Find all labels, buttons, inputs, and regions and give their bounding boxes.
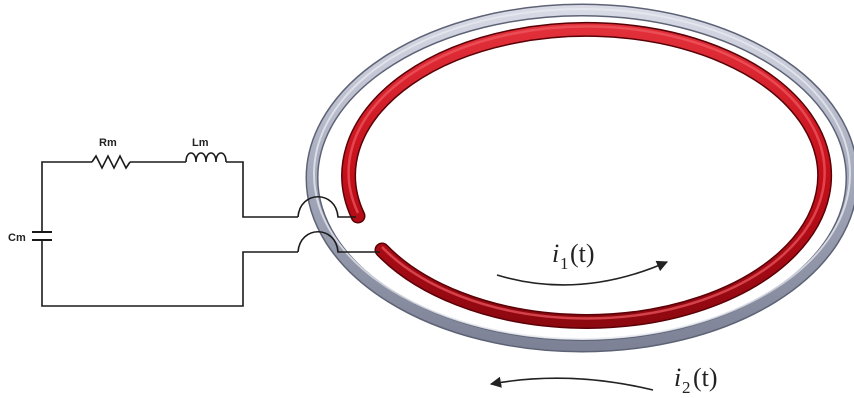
svg-text:1: 1 (560, 254, 569, 273)
current-label-1: i 1 (t) (552, 239, 595, 273)
current-arrow-1 (496, 260, 669, 286)
resistor-label: Rm (99, 137, 117, 149)
circuit (32, 152, 380, 307)
capacitor-symbol (32, 200, 52, 242)
capacitor-label: Cm (8, 232, 26, 244)
inductor-label: Lm (192, 137, 209, 149)
inductor-symbol (185, 152, 227, 163)
svg-text:i: i (674, 363, 681, 392)
outer-coil (305, 3, 854, 353)
current-label-2-arg: (t) (693, 363, 718, 392)
current-label-2: i 2 (t) (674, 363, 718, 397)
svg-text:2: 2 (682, 378, 691, 397)
current-arrow-2 (489, 376, 654, 391)
resistor-symbol (91, 154, 131, 170)
inner-coil (341, 21, 833, 329)
svg-text:i: i (552, 239, 559, 268)
current-label-1-arg: (t) (570, 239, 595, 268)
